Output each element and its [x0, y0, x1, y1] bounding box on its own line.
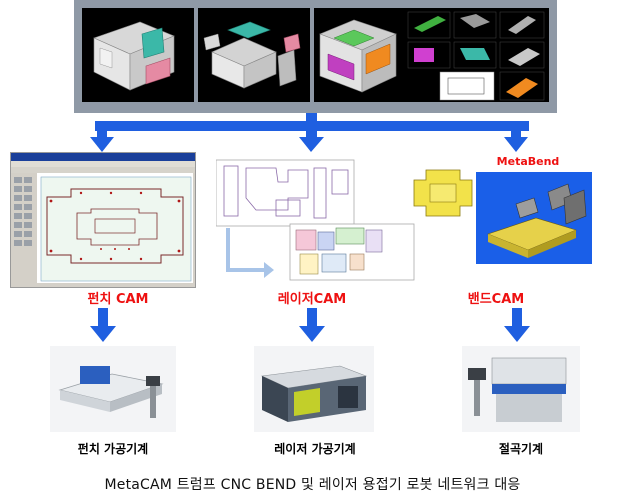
- laser-machine-label: 레이저 가공기계: [274, 442, 356, 456]
- 3d-box-render: [93, 21, 175, 91]
- figure-caption: MetaCAM 트럼프 CNC BEND 및 레이저 용접기 로봇 네트워크 대…: [104, 477, 521, 493]
- arrow-down-punch: [90, 308, 116, 342]
- 3d-assembly-render: [203, 21, 301, 89]
- punch-cam-screenshot: [11, 153, 195, 287]
- bend-flat-pattern-icon: [413, 169, 473, 217]
- punch-machine-label: 펀치 가공기계: [77, 442, 149, 456]
- punch-machine-photo: [50, 346, 176, 432]
- bend-machine-photo: [462, 346, 580, 432]
- 3d-model-parts-panel: [314, 8, 549, 102]
- connector-bar: [95, 121, 529, 131]
- metabend-3d-render: [476, 172, 592, 264]
- punch-cam-label: 펀치 CAM: [87, 292, 149, 307]
- 3d-model-assembly-panel: [198, 8, 310, 102]
- laser-cam-nesting-drawing: [216, 159, 415, 281]
- arrow-down-laser: [299, 308, 325, 342]
- arrow-to-punch: [90, 137, 114, 152]
- punch-cam-window: [10, 152, 196, 288]
- connector-stem: [306, 113, 317, 123]
- arrow-to-bend: [504, 137, 528, 152]
- 3d-model-box-panel: [82, 8, 194, 102]
- top-3d-models-banner: [74, 0, 557, 113]
- metabend-label: MetaBend: [496, 155, 560, 168]
- bend-machine-label: 절곡기계: [498, 442, 544, 456]
- arrow-down-bend: [504, 308, 530, 342]
- bend-cam-label: 밴드CAM: [467, 292, 525, 307]
- laser-machine-photo: [254, 346, 374, 432]
- laser-cam-label: 레이저CAM: [277, 292, 347, 307]
- 3d-parts-render: [319, 11, 545, 101]
- arrow-to-laser: [299, 137, 324, 152]
